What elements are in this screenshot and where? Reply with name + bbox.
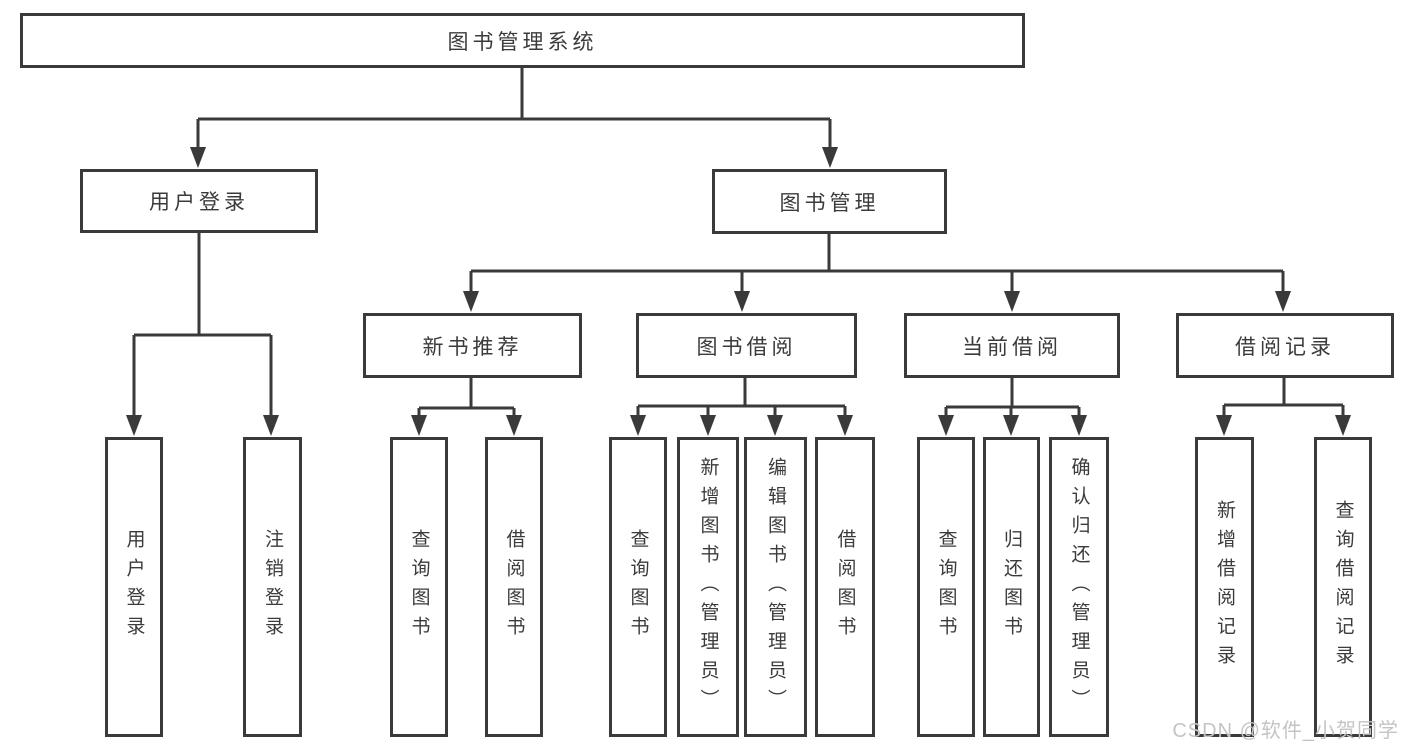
node-label: 新增借阅记录	[1214, 500, 1235, 674]
node-current-borrow: 当前借阅	[904, 313, 1120, 378]
node-book-management: 图书管理	[712, 169, 947, 234]
leaf-query-borrow-record: 查询借阅记录	[1314, 437, 1372, 737]
tree-edges	[132, 68, 1345, 419]
node-label: 确认归还（管理员）	[1068, 456, 1090, 718]
node-new-book-recommend: 新书推荐	[363, 313, 582, 378]
node-label: 新书推荐	[422, 335, 523, 359]
leaf-confirm-return-admin: 确认归还（管理员）	[1049, 437, 1109, 737]
node-book-borrow: 图书借阅	[636, 313, 857, 378]
node-label: 归还图书	[1001, 529, 1022, 645]
node-label: 用户登录	[149, 191, 249, 214]
csdn-watermark: CSDN @软件_小贺同学	[1172, 720, 1399, 742]
node-label: 当前借阅	[962, 335, 1062, 359]
leaf-logout: 注销登录	[243, 437, 302, 737]
leaf-return-books: 归还图书	[983, 437, 1040, 737]
arrowhead-icons	[126, 147, 1351, 436]
node-library-management-system: 图书管理系统	[20, 13, 1025, 68]
node-label: 查询图书	[935, 529, 957, 645]
leaf-user-login: 用户登录	[105, 437, 163, 737]
leaf-current-query-books: 查询图书	[917, 437, 975, 737]
node-label: 借阅记录	[1235, 335, 1335, 359]
leaf-recommend-borrow-books: 借阅图书	[485, 437, 543, 737]
node-label: 查询图书	[627, 529, 649, 645]
node-label: 查询借阅记录	[1332, 500, 1354, 674]
node-label: 图书管理系统	[447, 30, 598, 54]
node-label: 查询图书	[408, 529, 430, 645]
node-label: 借阅图书	[834, 529, 856, 645]
node-label: 图书借阅	[696, 335, 797, 359]
leaf-borrow-query-books: 查询图书	[609, 437, 667, 737]
leaf-add-book-admin: 新增图书（管理员）	[677, 437, 739, 737]
leaf-borrow-books: 借阅图书	[815, 437, 875, 737]
node-borrow-records: 借阅记录	[1176, 313, 1394, 378]
node-label: 借阅图书	[503, 529, 525, 645]
node-label: 用户登录	[123, 529, 145, 645]
leaf-edit-book-admin: 编辑图书（管理员）	[744, 437, 807, 737]
node-label: 注销登录	[262, 529, 283, 645]
node-label: 新增图书（管理员）	[697, 456, 719, 718]
node-user-login: 用户登录	[80, 169, 318, 233]
node-label: 图书管理	[779, 191, 880, 215]
node-label: 编辑图书（管理员）	[765, 456, 786, 718]
leaf-recommend-query-books: 查询图书	[390, 437, 448, 737]
leaf-add-borrow-record: 新增借阅记录	[1195, 437, 1254, 737]
